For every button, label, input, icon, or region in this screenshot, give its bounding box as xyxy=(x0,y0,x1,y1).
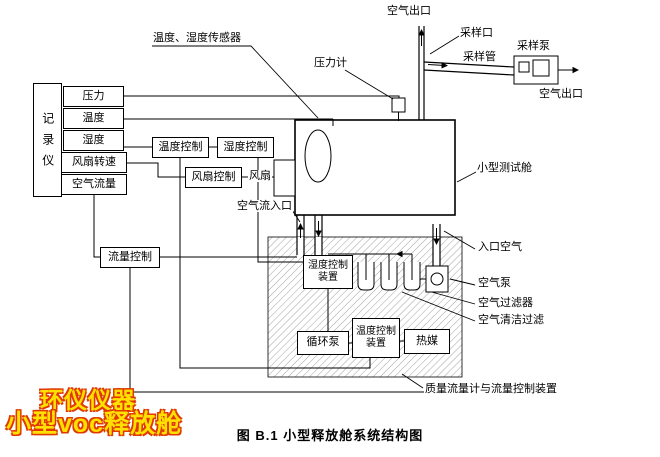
inlet-air-label: 入口空气 xyxy=(477,241,523,254)
circulation-pump-box: 循环泵 xyxy=(297,331,349,355)
sampling-port-label: 采样口 xyxy=(459,27,494,40)
pressure-gauge-symbol xyxy=(391,97,406,121)
sampling-tube-line xyxy=(423,61,515,76)
sampling-flow-arrow-icon xyxy=(427,62,448,69)
temperature-control-box: 温度控制 xyxy=(152,137,209,158)
mass-flow-label: 质量流量计与流量控制装置 xyxy=(424,383,558,396)
air-outlet-right-label: 空气出口 xyxy=(538,88,584,101)
recorder-channel-temperature: 温度 xyxy=(63,108,124,129)
temperature-control-device-box: 温度控制装置 xyxy=(352,318,400,358)
figure-caption: 图 B.1 小型释放舱系统结构图 xyxy=(236,428,424,443)
fan-label: 风扇 xyxy=(248,170,272,183)
signal-lines xyxy=(93,95,424,393)
test-chamber-label: 小型测试舱 xyxy=(476,162,533,175)
sampling-pump-label: 采样泵 xyxy=(516,40,551,53)
exhaust-pipe xyxy=(418,26,425,120)
watermark-brand: 环仪仪器 xyxy=(40,387,136,413)
sampling-pump-symbol xyxy=(513,55,559,85)
watermark-product: 小型voc释放舱 xyxy=(6,410,183,438)
fan-control-box: 风扇控制 xyxy=(185,167,242,188)
humidity-control-box: 湿度控制 xyxy=(217,137,274,158)
fan-blade-icon xyxy=(304,129,332,183)
air-inlet-label: 空气流入口 xyxy=(236,200,293,213)
air-filter-label: 空气过滤器 xyxy=(477,297,534,310)
sampling-tube-label: 采样管 xyxy=(462,51,497,64)
fan-housing xyxy=(273,159,296,197)
leader-lines xyxy=(152,35,477,389)
humidity-control-device-box: 湿度控制装置 xyxy=(303,255,353,289)
recorder-channel-air-flow: 空气流量 xyxy=(61,174,127,195)
supply-pipes xyxy=(296,215,441,266)
device-connectors xyxy=(327,289,404,344)
air-outlet-top-label: 空气出口 xyxy=(386,5,432,18)
flow-control-box: 流量控制 xyxy=(100,247,160,268)
heat-medium-box: 热媒 xyxy=(404,329,450,354)
recorder-box: 记录仪 xyxy=(33,83,62,197)
pressure-gauge-label: 压力计 xyxy=(313,57,348,70)
sensor-label: 温度、湿度传感器 xyxy=(152,32,242,45)
recorder-channel-humidity: 湿度 xyxy=(63,130,124,151)
recorder-channel-fan-speed: 风扇转速 xyxy=(61,152,127,173)
gas-washing-bottles xyxy=(328,253,421,291)
air-pump-label: 空气泵 xyxy=(477,277,512,290)
clean-filter-label: 空气清洁过滤 xyxy=(477,314,545,327)
test-chamber-outline xyxy=(294,119,456,216)
air-pump-symbol xyxy=(420,265,449,293)
recorder-channel-pressure: 压力 xyxy=(63,86,124,107)
